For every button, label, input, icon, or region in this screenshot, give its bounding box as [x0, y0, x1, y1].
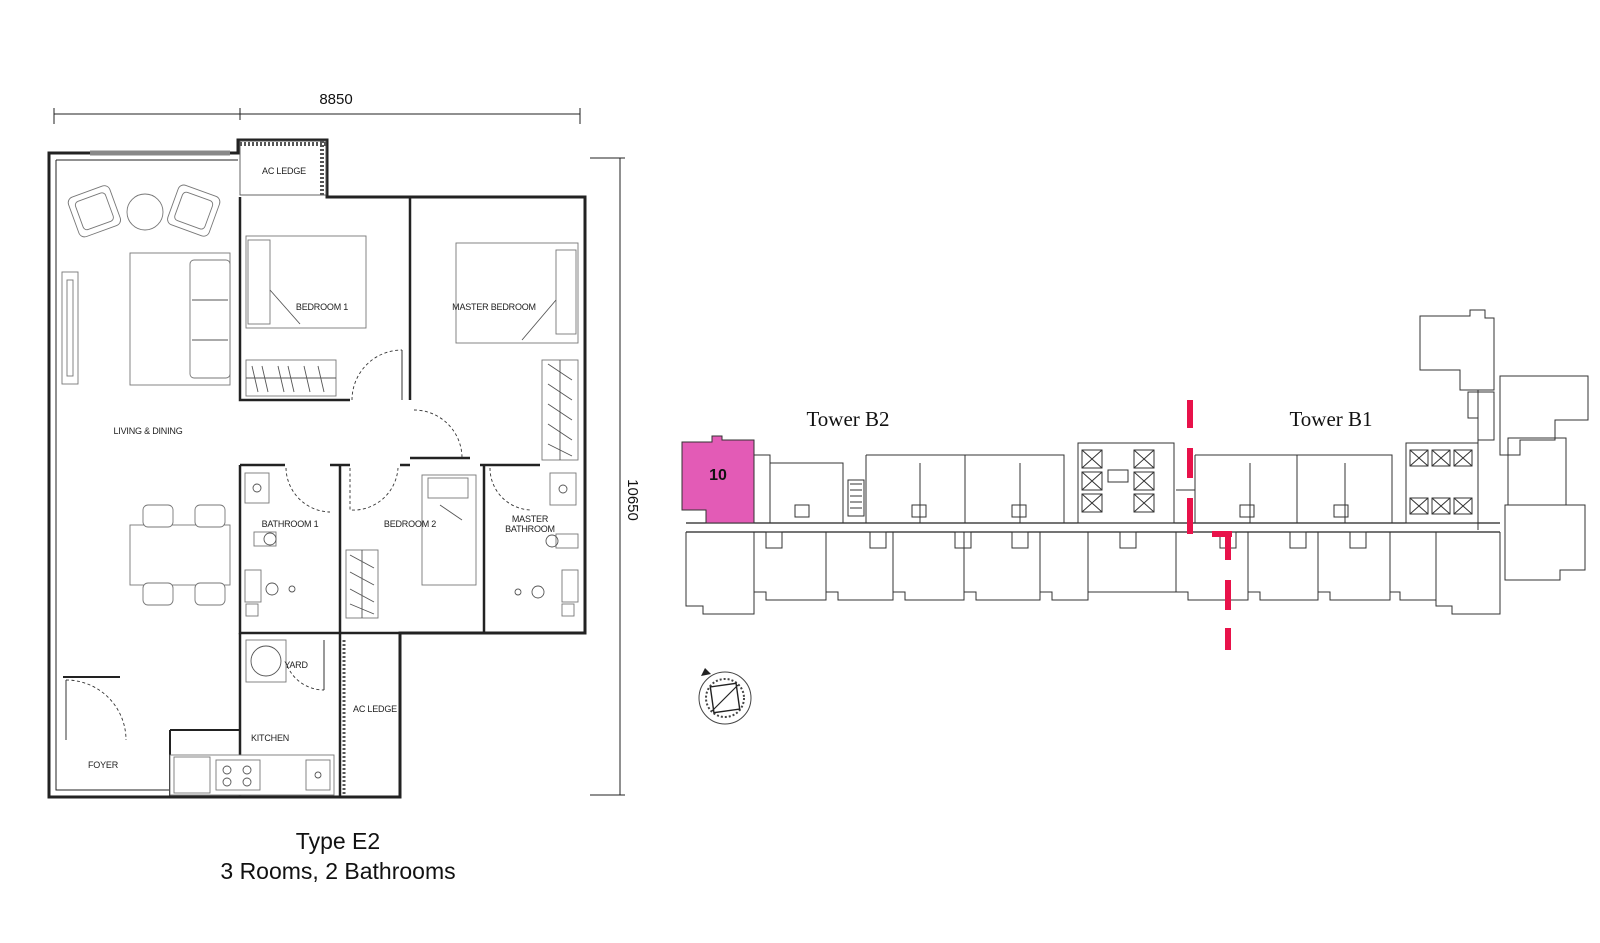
outer-walls [47, 138, 587, 799]
bedroom-2: BEDROOM 2 [345, 474, 477, 619]
room-label-master-bathroom-line1: MASTER [512, 514, 549, 524]
key-plan: 10 Tower B2 Tower B1 [681, 309, 1589, 725]
tower-divider [1187, 400, 1232, 650]
corridor [686, 522, 1500, 533]
room-label-living-dining: LIVING & DINING [113, 426, 182, 436]
ac-ledge-top: AC LEDGE [239, 140, 327, 196]
master-bathroom: MASTER BATHROOM [505, 472, 579, 617]
room-label-bedroom-1: BEDROOM 1 [296, 302, 348, 312]
tower-b2-label: Tower B2 [806, 407, 889, 431]
room-label-yard: YARD [284, 660, 308, 670]
height-dimension-label: 10650 [624, 479, 641, 521]
width-dimension-label: 8850 [319, 91, 352, 108]
lower-units [685, 531, 1501, 615]
room-label-foyer: FOYER [88, 760, 119, 770]
bathroom-1: BATHROOM 1 [244, 472, 319, 617]
highlighted-unit-shape [681, 435, 755, 524]
room-label-bathroom-1: BATHROOM 1 [262, 519, 319, 529]
room-label-master-bedroom: MASTER BEDROOM [452, 302, 536, 312]
height-dimension: 10650 [590, 157, 641, 796]
unit-floor-plan: 8850 10650 AC LEDGE [47, 91, 641, 799]
room-label-bedroom-2: BEDROOM 2 [384, 519, 436, 529]
bedroom-1: BEDROOM 1 [245, 235, 367, 397]
master-bedroom: MASTER BEDROOM [452, 242, 579, 461]
highlighted-unit-10: 10 [681, 435, 755, 524]
living-furniture: LIVING & DINING [61, 184, 231, 606]
unit-type-title: Type E2 [295, 828, 381, 854]
width-dimension: 8850 [53, 91, 581, 124]
upper-units [754, 309, 1589, 581]
room-label-kitchen: KITCHEN [251, 733, 289, 743]
service-areas: YARD AC LEDGE KITCHEN FOYER [88, 639, 397, 796]
room-label-ac-ledge-top: AC LEDGE [262, 166, 306, 176]
interior-walls [63, 197, 585, 797]
room-label-master-bathroom-line2: BATHROOM [505, 524, 555, 534]
unit-type-subtitle: 3 Rooms, 2 Bathrooms [220, 858, 456, 884]
compass-icon [698, 668, 752, 725]
highlighted-unit-label: 10 [709, 467, 727, 484]
tower-b1-label: Tower B1 [1289, 407, 1372, 431]
room-label-ac-ledge-side: AC LEDGE [353, 704, 397, 714]
